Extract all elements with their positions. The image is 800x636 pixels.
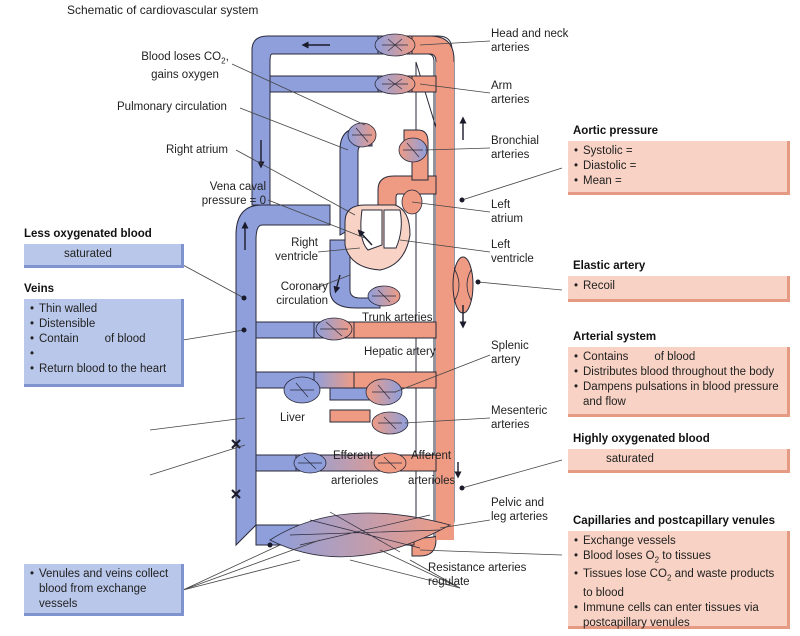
highly-oxygenated-box: saturated — [568, 449, 790, 473]
efferent-label: Efferent — [333, 450, 374, 462]
elastic-artery-lines — [454, 269, 472, 301]
aortic-item: Diastolic = — [574, 159, 781, 174]
elastic-artery-heading: Elastic artery — [573, 260, 646, 272]
afferent-label: Afferent — [411, 450, 452, 462]
less-oxygenated-heading: Less oxygenated blood — [24, 228, 152, 240]
highly-oxygenated-text: saturated — [606, 453, 654, 465]
blood-loses-co2-label: Blood loses CO2,gains oxygen — [141, 51, 229, 82]
diagram-title: Schematic of cardiovascular system — [67, 3, 259, 17]
arterial-system-heading: Arterial system — [573, 331, 657, 343]
capillary-beds — [269, 33, 452, 558]
aortic-item: Systolic = — [574, 144, 781, 159]
less-oxygenated-box: saturated — [24, 244, 184, 268]
leader-lines — [149, 40, 563, 591]
heart — [344, 204, 411, 271]
capillaries-heading: Capillaries and postcapillary venules — [573, 515, 775, 527]
veins-item: Return blood to the heart — [30, 362, 175, 377]
veins-item — [30, 347, 175, 362]
elastic-item: Recoil — [574, 279, 781, 294]
capillaries-item: Immune cells can enter tissues via postc… — [574, 601, 781, 631]
aortic-pressure-box: Systolic = Diastolic = Mean = — [568, 141, 790, 195]
liver-label: Liver — [280, 412, 305, 424]
venules-box: Venules and veins collect blood from exc… — [24, 564, 184, 616]
capillaries-item: Exchange vessels — [574, 534, 781, 549]
arterioles-left-label: arterioles — [331, 475, 379, 487]
trunk-arteries-label: Trunk arteries — [362, 312, 433, 324]
venules-item: Venules and veins collect blood from exc… — [30, 567, 175, 612]
right-atrium-label: Right atrium — [166, 144, 228, 156]
pulmonary-circulation-label: Pulmonary circulation — [117, 101, 227, 113]
arterial-item: Distributes blood throughout the body — [574, 365, 781, 380]
elastic-artery-bulge — [452, 256, 474, 314]
hepatic-artery-label: Hepatic artery — [364, 346, 436, 358]
aortic-item: Mean = — [574, 174, 781, 189]
arterioles-right-label: arterioles — [408, 475, 456, 487]
capillaries-item: Tissues lose CO2 and waste products to b… — [574, 567, 781, 600]
elastic-artery-box: Recoil — [568, 276, 790, 302]
flow-arrows — [241, 41, 467, 479]
less-oxygenated-text: saturated — [64, 248, 112, 260]
leader-dots — [241, 197, 481, 548]
splenic-link — [313, 371, 355, 389]
veins-heading: Veins — [24, 283, 55, 295]
aortic-pressure-heading: Aortic pressure — [573, 125, 659, 137]
arterial-item: Dampens pulsations in blood pressure and… — [574, 380, 781, 410]
highly-oxygenated-heading: Highly oxygenated blood — [573, 433, 710, 445]
veins-item: Thin walled — [30, 302, 175, 317]
veins-item: Distensible — [30, 317, 175, 332]
capillaries-item: Blood loses O2 to tissues — [574, 549, 781, 567]
capillaries-box: Exchange vessels Blood loses O2 to tissu… — [568, 531, 790, 629]
